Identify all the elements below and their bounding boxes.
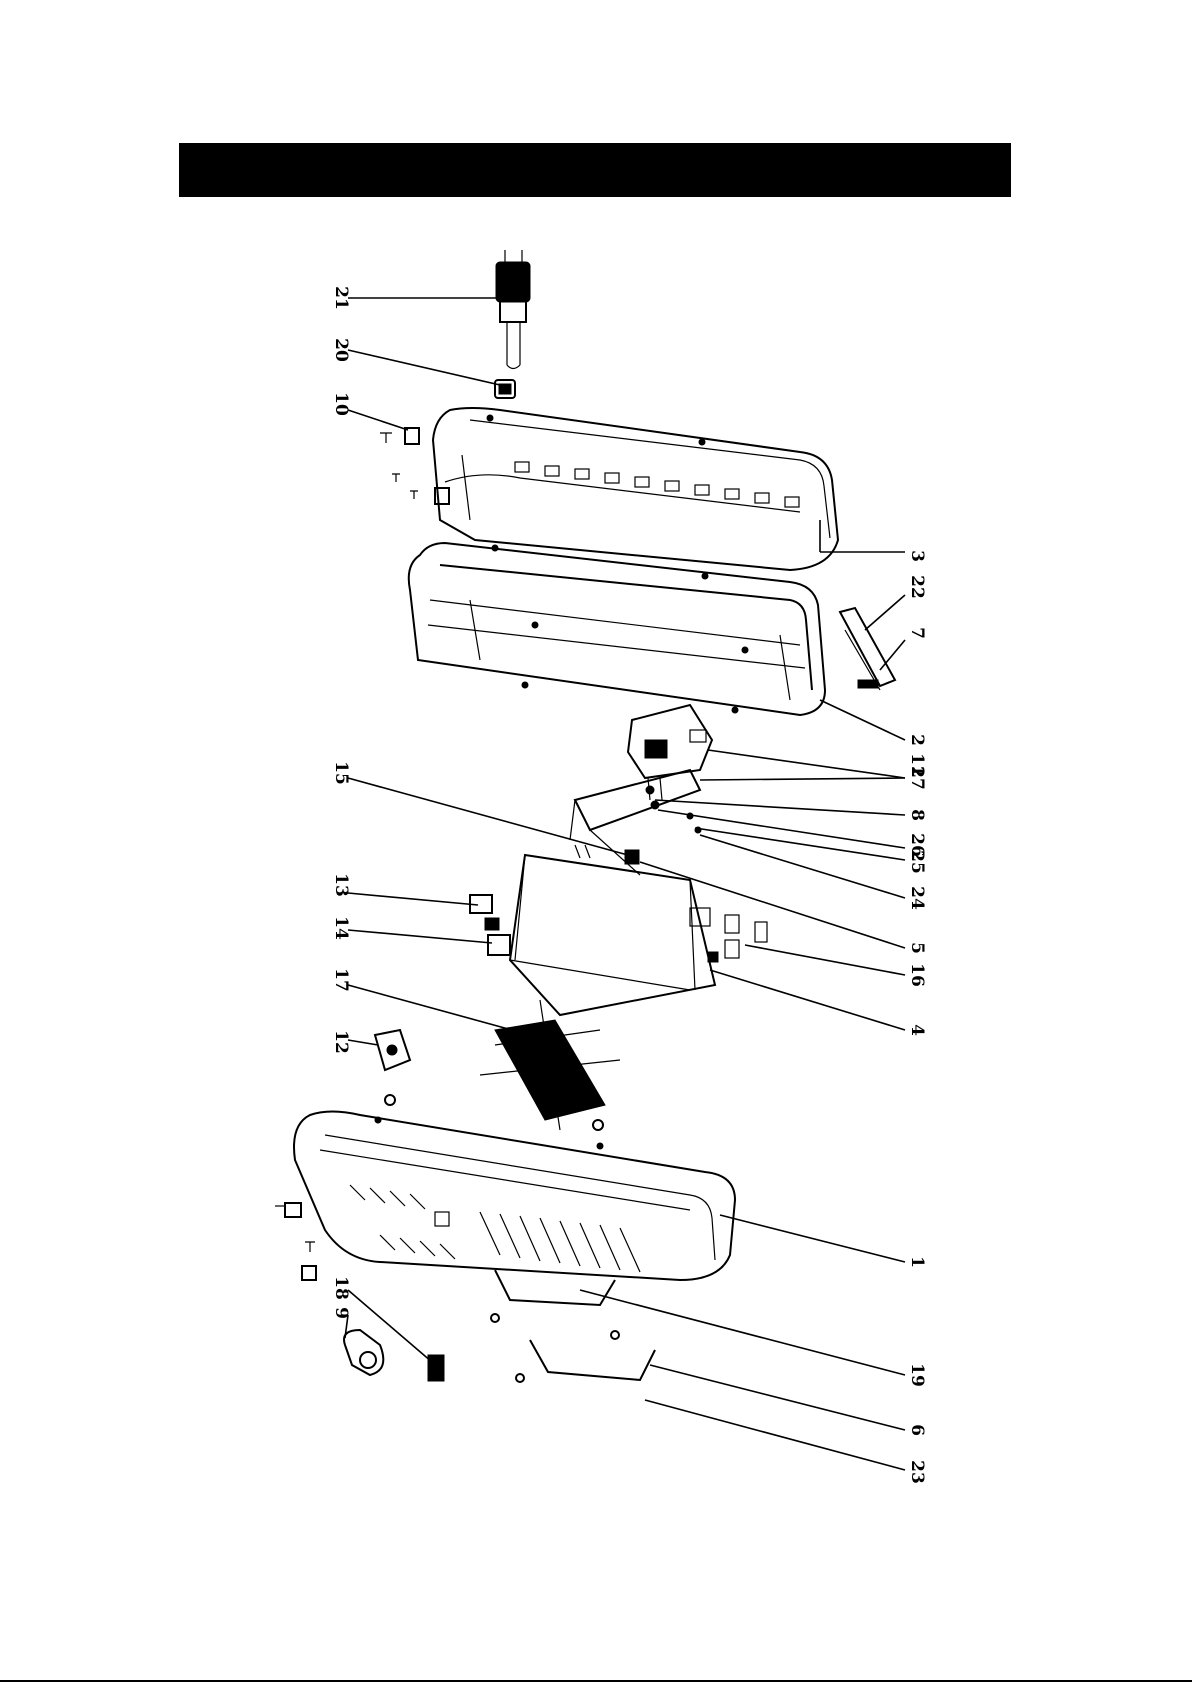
part-number-20: 20 xyxy=(331,338,351,362)
part-number-7: 7 xyxy=(907,627,927,639)
side-bracket xyxy=(840,608,895,690)
part-number-16: 16 xyxy=(907,963,927,987)
inner-box xyxy=(510,855,767,1015)
motor xyxy=(628,705,712,800)
part-number-12: 12 xyxy=(331,1030,351,1054)
switches xyxy=(470,895,510,955)
part-number-3: 3 xyxy=(907,550,927,562)
part-number-8: 8 xyxy=(907,809,927,821)
part-number-19: 19 xyxy=(907,1363,927,1387)
part-labels: 21 20 10 15 13 14 17 12 18 9 3 22 7 2 1 1… xyxy=(331,286,927,1484)
part-number-6: 6 xyxy=(907,1424,927,1436)
heating-element xyxy=(385,1000,620,1130)
front-feet xyxy=(275,1203,316,1280)
part-number-15: 15 xyxy=(331,761,351,785)
part-number-17: 17 xyxy=(331,968,351,992)
part-number-4: 4 xyxy=(907,1024,927,1036)
top-feet xyxy=(380,428,449,504)
power-cord-plug xyxy=(496,250,530,369)
part-number-14: 14 xyxy=(331,916,351,940)
part-number-27: 27 xyxy=(907,766,927,790)
part-number-5: 5 xyxy=(907,942,927,954)
part-number-9: 9 xyxy=(331,1307,351,1319)
knob-and-switch xyxy=(344,1330,444,1381)
part-number-23: 23 xyxy=(907,1460,927,1484)
handles xyxy=(491,1270,655,1382)
rear-housing-slots xyxy=(515,462,799,507)
part-number-1: 1 xyxy=(907,1256,927,1268)
middle-frame xyxy=(409,543,825,715)
part-number-18: 18 xyxy=(331,1276,351,1300)
bottom-rule xyxy=(0,1680,1192,1682)
front-housing xyxy=(294,1112,735,1281)
thermostat xyxy=(375,1030,410,1070)
part-number-10: 10 xyxy=(331,392,351,416)
part-number-2: 2 xyxy=(907,734,927,746)
front-grille xyxy=(350,1185,640,1272)
part-number-25: 25 xyxy=(907,850,927,874)
part-number-13: 13 xyxy=(331,873,351,897)
part-number-21: 21 xyxy=(331,286,351,310)
strain-relief xyxy=(495,380,515,398)
motor-bracket xyxy=(570,770,701,875)
part-number-22: 22 xyxy=(907,575,927,599)
part-number-24: 24 xyxy=(907,886,927,910)
